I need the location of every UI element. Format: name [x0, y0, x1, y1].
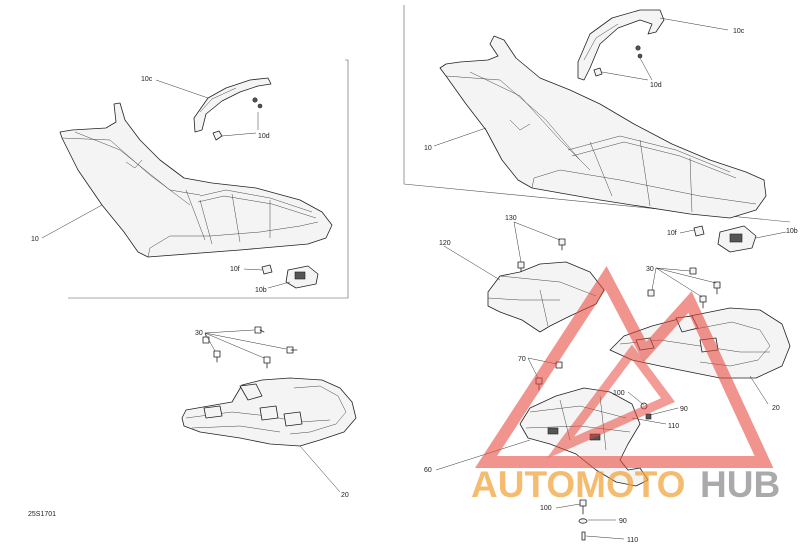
leader-lines	[41, 17, 787, 540]
reference-code: 25S1701	[28, 511, 56, 518]
callout-left-strap: 10c	[141, 76, 153, 83]
watermark-text-1: AUTOMOTO	[471, 464, 685, 505]
callout-left-seat: 10	[31, 236, 39, 243]
callout-20-right: 20	[772, 405, 780, 412]
callout-90-upper: 90	[680, 406, 688, 413]
callout-120: 120	[439, 240, 451, 247]
left-seat-group	[59, 59, 349, 299]
callout-100-upper: 100	[613, 390, 625, 397]
callout-right-f: 10f	[667, 230, 677, 237]
right-seat	[439, 35, 767, 219]
right-seat-group	[403, 5, 791, 253]
callout-30-right: 30	[646, 266, 654, 273]
left-frame	[68, 59, 349, 299]
callout-90-lower: 90	[619, 518, 627, 525]
callout-right-strap: 10c	[733, 28, 745, 35]
left-seat	[59, 102, 333, 258]
callouts: 10c 10d 10 10f 10b 30 20 10c 10d 10 10f …	[31, 28, 798, 544]
callout-110-lower: 110	[627, 537, 638, 544]
callout-110-upper: 110	[668, 423, 679, 430]
left-rack-group	[181, 326, 357, 447]
callout-left-screws: 30	[195, 330, 203, 337]
left-strap	[193, 77, 272, 133]
callout-60: 60	[424, 467, 432, 474]
callout-left-f: 10f	[230, 266, 240, 273]
callout-right-seat: 10	[424, 145, 432, 152]
watermark-text-2: HUB	[700, 464, 780, 505]
watermark-logo-icon	[474, 266, 774, 468]
callout-right-strap-hw: 10d	[650, 82, 662, 89]
callout-70: 70	[518, 356, 526, 363]
callout-left-b: 10b	[255, 287, 267, 294]
callout-left-strap-hw: 10d	[258, 133, 270, 140]
callout-right-b: 10b	[786, 228, 798, 235]
right-strap	[577, 9, 665, 81]
callout-100-lower: 100	[540, 505, 552, 512]
watermark: AUTOMOTO HUB	[471, 266, 780, 505]
callout-130: 130	[505, 215, 517, 222]
callout-left-rack: 20	[341, 492, 349, 499]
